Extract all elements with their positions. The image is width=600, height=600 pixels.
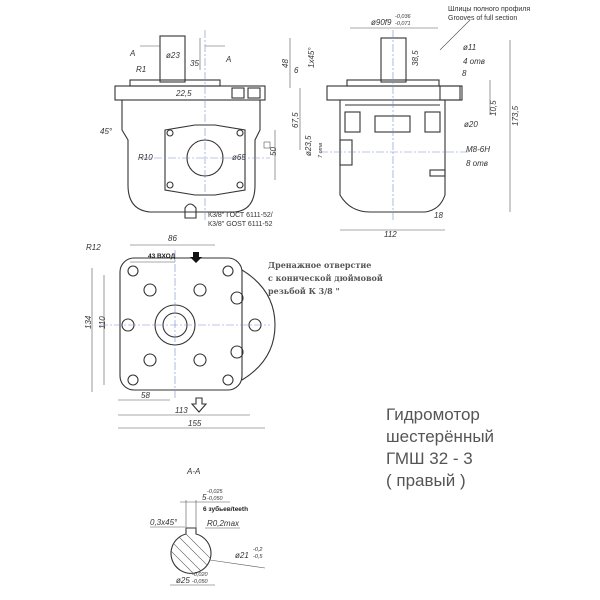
shaft bbox=[159, 35, 186, 83]
section-aa: А-А 5 -0,025 -0,050 6 зубьев/teeth 0,3х4… bbox=[150, 467, 266, 586]
pilot-tol-upper: -0,036 bbox=[395, 14, 412, 20]
section-mark-right: A bbox=[225, 55, 231, 64]
side-view: ø90f9 -0,036 -0,071 Шлицы полного профил… bbox=[281, 6, 530, 239]
mount-plate bbox=[164, 124, 246, 196]
housing bbox=[121, 100, 261, 213]
dim-6-label: 6 bbox=[294, 66, 299, 75]
flange bbox=[326, 85, 463, 101]
key-width-label: 5 bbox=[202, 493, 207, 502]
housing bbox=[339, 100, 446, 213]
flange bbox=[114, 85, 266, 101]
outer-tol-upper: -0,020 bbox=[192, 572, 209, 578]
holes-7-label: 7 отв bbox=[318, 143, 324, 158]
inlet-label: 43 ВХОД bbox=[148, 253, 176, 260]
inlet-arrow-icon bbox=[190, 252, 202, 263]
drain-note-line3: резьбой К 3/8 " bbox=[268, 286, 340, 296]
spline-note-en: Grooves of full section bbox=[448, 15, 517, 22]
shaft-len-label: 35 bbox=[190, 59, 199, 68]
drain-plug bbox=[184, 203, 197, 219]
inner-dia-label: ø21 bbox=[235, 551, 249, 560]
pilot-tol-lower: -0,071 bbox=[395, 21, 411, 27]
bore-label: ø65 bbox=[232, 153, 246, 162]
hole-count-label: 4 отв bbox=[463, 57, 485, 66]
key-tol-upper: -0,025 bbox=[207, 489, 224, 495]
holes-8-label: 8 отв bbox=[466, 159, 488, 168]
drain-note-line2: с конической дюймовой bbox=[268, 273, 383, 283]
dia-235-label: ø23,5 bbox=[304, 135, 313, 156]
port-note-ru: К3/8" ГОСТ 6111-52/ bbox=[208, 212, 273, 219]
chamfer-label: 0,3х45° bbox=[150, 518, 178, 527]
drain-note-line1: Дренажное отверстие bbox=[268, 260, 371, 270]
title-block: Гидромотор шестерённый ГМШ 32 - 3 ( прав… bbox=[386, 405, 494, 490]
dim-48-label: 48 bbox=[281, 59, 290, 68]
dim-675-label: 67,5 bbox=[291, 112, 300, 128]
section-mark-left: A bbox=[129, 49, 135, 58]
shaft-len-label: 38,5 bbox=[411, 50, 420, 66]
dim-113-label: 113 bbox=[175, 406, 188, 415]
side-bulge bbox=[241, 269, 276, 381]
thread-label: M8-6H bbox=[466, 145, 490, 154]
pilot-dia-label: ø90f9 bbox=[371, 18, 392, 27]
shaft bbox=[380, 37, 407, 83]
title-line1: Гидромотор bbox=[386, 405, 480, 424]
outer-tol-lower: -0,050 bbox=[192, 579, 209, 585]
key-tol-lower: -0,050 bbox=[207, 496, 224, 502]
outer-dia-label: ø25 bbox=[176, 576, 190, 585]
spline-note-ru: Шлицы полного профиля bbox=[448, 6, 530, 13]
dim-86-label: 86 bbox=[168, 234, 177, 243]
flange-width-label: 22,5 bbox=[175, 89, 192, 98]
inner-tol-upper: -0,2 bbox=[253, 547, 262, 553]
r12-label: R12 bbox=[86, 243, 101, 252]
dim-58-label: 58 bbox=[141, 391, 150, 400]
dim-105-label: 10,5 bbox=[489, 100, 498, 116]
r1-label: R1 bbox=[136, 65, 146, 74]
section-label: А-А bbox=[186, 467, 200, 476]
hole-dia-label: ø11 bbox=[463, 43, 476, 52]
shaft-section bbox=[170, 527, 212, 574]
title-line2: шестерённый bbox=[386, 427, 494, 446]
radius-label: R0,2max bbox=[207, 519, 240, 528]
dia-20-label: ø20 bbox=[464, 120, 478, 129]
chamfer-label: 1х45° bbox=[307, 47, 316, 68]
outlet-arrow-icon bbox=[190, 397, 208, 413]
title-line4: ( правый ) bbox=[386, 471, 466, 490]
teeth-label: 6 зубьев/teeth bbox=[203, 505, 248, 513]
dim-112-label: 112 bbox=[384, 230, 397, 239]
r10-label: R10 bbox=[138, 153, 153, 162]
title-line3: ГМШ 32 - 3 bbox=[386, 449, 473, 468]
dim-110-label: 110 bbox=[98, 316, 107, 329]
inner-tol-lower: -0,5 bbox=[253, 554, 263, 560]
square-label: 50 bbox=[269, 147, 278, 156]
dim-18-label: 18 bbox=[434, 211, 443, 220]
body bbox=[119, 257, 243, 391]
dim-134-label: 134 bbox=[84, 315, 93, 329]
shaft-dia-label: ø23 bbox=[166, 51, 180, 60]
chamfer-label: 45° bbox=[100, 127, 113, 136]
dim-8-label: 8 bbox=[462, 69, 467, 78]
dim-1735-label: 173,5 bbox=[511, 105, 520, 126]
dim-155-label: 155 bbox=[188, 419, 202, 428]
front-view: A R1 ø23 35 A 22,5 45° R10 ø65 50 К3/8" … bbox=[100, 30, 278, 228]
port-note-en: К3/8" GOST 6111-52 bbox=[208, 221, 273, 228]
plan-view: R12 86 43 ВХОД 134 110 58 113 155 Дренаж… bbox=[84, 234, 383, 429]
